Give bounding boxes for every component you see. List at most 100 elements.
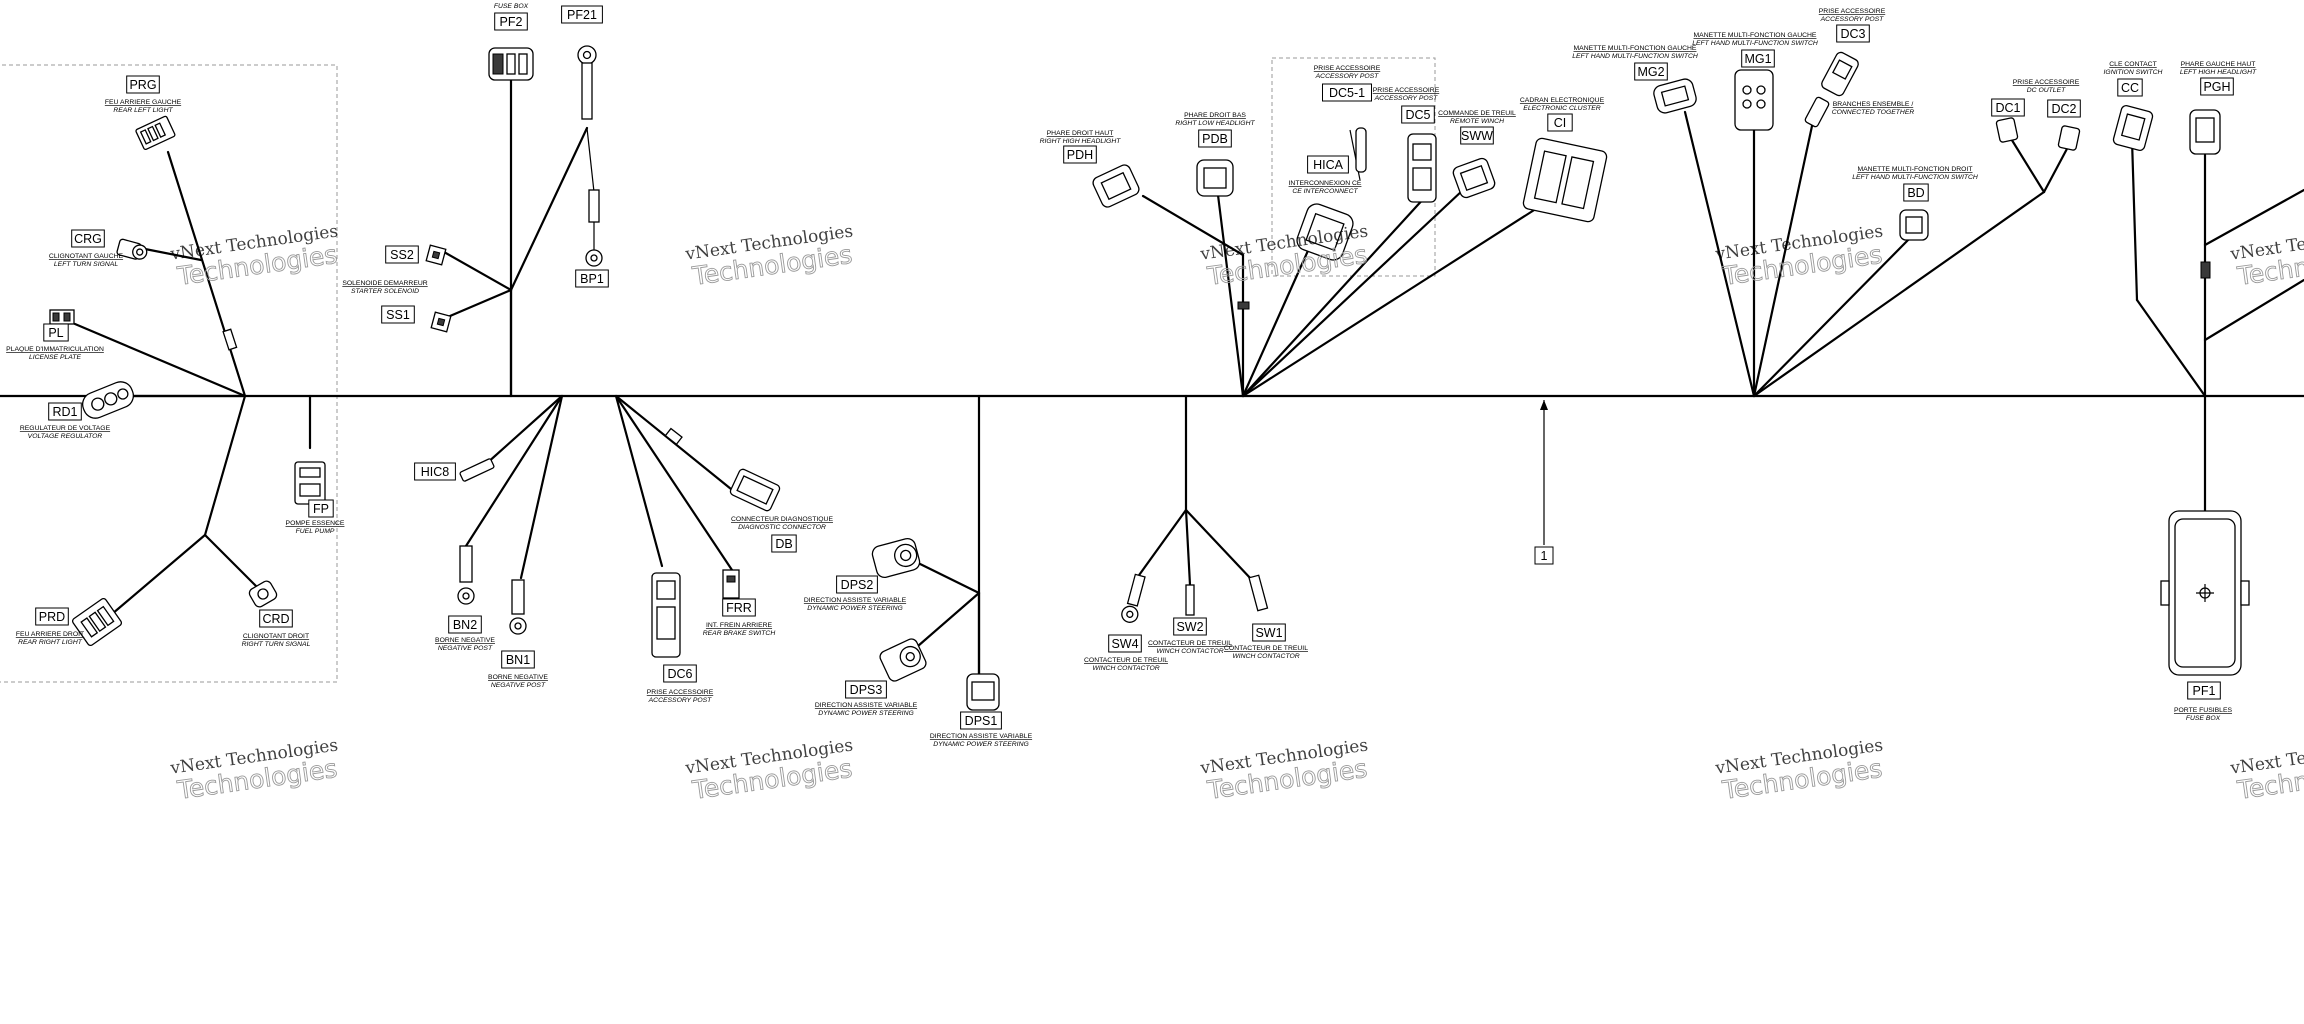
connector-tag: CRG — [74, 232, 102, 246]
label-en: ACCESSORY POST — [1374, 95, 1439, 102]
label-en: RIGHT HIGH HEADLIGHT — [1040, 138, 1122, 145]
label-fr: INT. FREIN ARRIERE — [706, 622, 773, 629]
connector-tag: RD1 — [52, 405, 77, 419]
label-fr: DIRECTION ASSISTE VARIABLE — [804, 597, 907, 604]
label-en: LEFT HAND MULTI-FUNCTION SWITCH — [1692, 40, 1818, 47]
label-en: WINCH CONTACTOR — [1232, 653, 1299, 660]
tag-box — [381, 305, 415, 324]
tag-box — [308, 499, 334, 518]
connector-tag: CRD — [262, 612, 289, 626]
tag-box — [722, 598, 756, 617]
connector-tag: SW2 — [1176, 620, 1203, 634]
tag-box — [1198, 129, 1232, 148]
connector-tag: PRD — [39, 610, 65, 624]
label-fr: PRISE ACCESSOIRE — [1373, 87, 1440, 94]
tag-box — [35, 607, 69, 626]
label-en: DYNAMIC POWER STEERING — [818, 710, 914, 717]
label-en: RIGHT LOW HEADLIGHT — [1175, 120, 1255, 127]
connector-tag: PF2 — [500, 15, 523, 29]
tag-box — [960, 711, 1002, 730]
tag-box — [1547, 113, 1573, 132]
inline-marks — [222, 261, 2211, 446]
label-fr: PLAQUE D'IMMATRICULATION — [6, 346, 104, 353]
connector-tag: PF21 — [567, 8, 597, 22]
label-en: STARTER SOLENOID — [351, 288, 419, 295]
label-fr: COMMANDE DE TREUIL — [1438, 110, 1516, 117]
tag-box — [1991, 98, 2025, 117]
tag-box — [414, 462, 456, 481]
label-en: REAR BRAKE SWITCH — [703, 630, 776, 637]
tag-box — [1836, 24, 1870, 43]
label-fr: MANETTE MULTI-FONCTION DROIT — [1857, 166, 1972, 173]
label-en: LEFT HIGH HEADLIGHT — [2180, 69, 2257, 76]
connector-tag: SWW — [1461, 129, 1493, 143]
connector-tag: BN1 — [506, 653, 530, 667]
label-fr: CONTACTEUR DE TREUIL — [1148, 640, 1232, 647]
connector-tag: MG1 — [1744, 52, 1771, 66]
label-en: WINCH CONTACTOR — [1092, 665, 1159, 672]
tag-box — [2117, 78, 2143, 97]
connector-tag: PL — [48, 326, 63, 340]
connector-tag: DC6 — [667, 667, 692, 681]
label-en: LICENSE PLATE — [29, 354, 81, 361]
tag-box — [501, 650, 535, 669]
label-fr: DIRECTION ASSISTE VARIABLE — [815, 702, 918, 709]
label-en: DC OUTLET — [2027, 87, 2066, 94]
rear-zone-outline — [0, 64, 338, 683]
tag-box — [845, 680, 887, 699]
label-en: REAR RIGHT LIGHT — [18, 639, 83, 646]
connector-tag: DC3 — [1840, 27, 1865, 41]
tag-box — [2047, 99, 2081, 118]
label-fr: PHARE DROIT HAUT — [1047, 130, 1114, 137]
tag-box — [663, 664, 697, 683]
tag-box — [494, 12, 528, 31]
tag-box — [1741, 49, 1775, 68]
label-en: REMOTE WINCH — [1450, 118, 1504, 125]
connector-pf21: PF21 — [561, 5, 603, 24]
label-fr: FEU ARRIERE DROIT — [16, 631, 84, 638]
label-en: LEFT TURN SIGNAL — [54, 261, 118, 268]
connector-tag: SW1 — [1255, 626, 1282, 640]
tag-box — [1903, 183, 1929, 202]
label-en: FUSE BOX — [494, 3, 529, 10]
connector-tag: HICA — [1313, 158, 1344, 172]
label-fr: PORTE FUSIBLES — [2174, 707, 2233, 714]
label-en: LEFT HAND MULTI-FUNCTION SWITCH — [1852, 174, 1978, 181]
connector-ss1: SS1 — [381, 305, 415, 324]
label-en: WINCH CONTACTOR — [1156, 648, 1223, 655]
connector-tag: PF1 — [2193, 684, 2216, 698]
connector-tag: DC5 — [1405, 108, 1430, 122]
label-fr: CADRAN ELECTRONIQUE — [1520, 97, 1605, 104]
connector-bp1: BP1 — [575, 269, 609, 288]
label-fr: SOLENOIDE DEMARREUR — [342, 280, 427, 287]
connector-tag: BP1 — [580, 272, 604, 286]
label-fr: CLE CONTACT — [2109, 61, 2156, 68]
label-fr: REGULATEUR DE VOLTAGE — [20, 425, 111, 432]
tag-box — [771, 534, 797, 553]
connector-tag: SS2 — [390, 248, 414, 262]
label-fr: BORNE NEGATIVE — [488, 674, 548, 681]
connector-pf2: PF2 FUSE BOX — [494, 3, 529, 31]
label-en: RIGHT TURN SIGNAL — [242, 641, 311, 648]
connector-tag: DPS3 — [850, 683, 883, 697]
label-en: DYNAMIC POWER STEERING — [933, 741, 1029, 748]
tag-box — [259, 609, 293, 628]
